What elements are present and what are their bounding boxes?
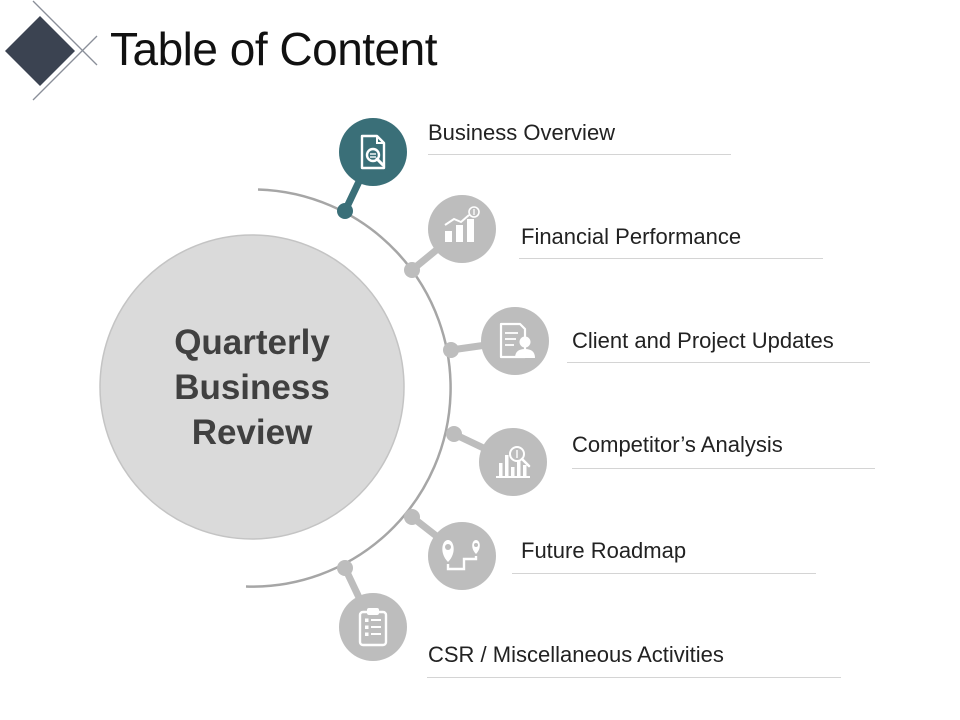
growth-chart-icon — [444, 206, 480, 242]
arc-dot — [337, 560, 353, 576]
toc-item-business-overview[interactable]: Business Overview — [428, 120, 616, 145]
icon-badge — [339, 118, 407, 186]
center-title-line: Business — [174, 367, 330, 407]
toc-node[interactable] — [404, 509, 496, 590]
divider — [519, 258, 823, 259]
toc-item-competitors-analysis[interactable]: Competitor’s Analysis — [572, 432, 783, 457]
center-title-line: Quarterly — [174, 322, 330, 362]
center-title: Quarterly Business Review — [100, 235, 404, 539]
center-title-line: Review — [191, 412, 313, 452]
market-analysis-icon — [496, 446, 531, 478]
arc-dot — [404, 509, 420, 525]
logo-mark — [5, 0, 98, 101]
icon-badge — [479, 428, 547, 496]
document-search-icon — [360, 134, 386, 170]
divider — [428, 154, 731, 155]
toc-item-financial-performance[interactable]: Financial Performance — [521, 224, 742, 249]
toc-node[interactable] — [337, 118, 407, 219]
toc-node[interactable] — [443, 307, 549, 375]
client-document-icon — [499, 322, 535, 359]
toc-item-future-roadmap[interactable]: Future Roadmap — [521, 538, 687, 563]
toc-node[interactable] — [446, 426, 547, 496]
toc-node[interactable] — [404, 195, 496, 278]
clipboard-list-icon — [358, 608, 388, 647]
arc-dot — [337, 203, 353, 219]
arc-dot — [446, 426, 462, 442]
toc-node[interactable] — [337, 560, 407, 661]
icon-badge — [428, 522, 496, 590]
center-circle — [99, 234, 405, 540]
icon-badge — [481, 307, 549, 375]
divider — [512, 573, 816, 574]
arc-dot — [443, 342, 459, 358]
divider — [572, 468, 875, 469]
arc-dot — [404, 262, 420, 278]
toc-item-csr-misc[interactable]: CSR / Miscellaneous Activities — [428, 642, 724, 667]
divider — [567, 362, 870, 363]
divider — [427, 677, 841, 678]
page-title: Table of Content — [110, 23, 438, 75]
toc-item-client-project-updates[interactable]: Client and Project Updates — [572, 328, 834, 353]
route-map-icon — [442, 540, 480, 571]
diamond-icon — [5, 16, 75, 86]
